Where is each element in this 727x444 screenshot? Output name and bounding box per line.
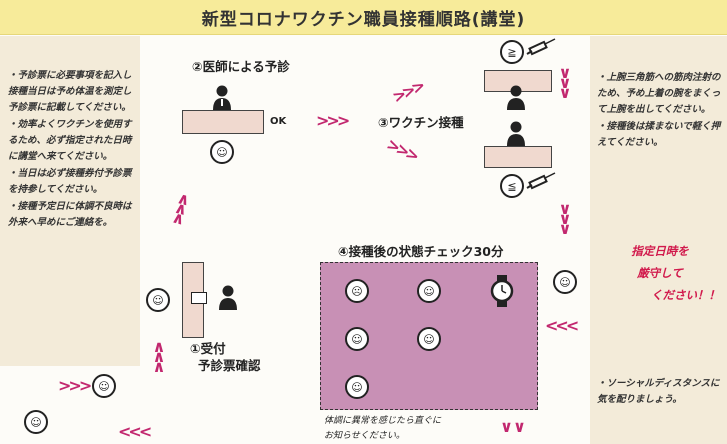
- arrow-up-icon: ∧∧∧: [169, 187, 193, 230]
- note-item: ・上腕三角筋への筋肉注射のため、予め上着の腕をまくって上腕を出してください。: [597, 72, 721, 115]
- smiley-face-icon: ☺: [146, 288, 170, 312]
- note-item: ・当日は必ず接種券付予診票を持参してください。: [8, 168, 132, 195]
- right-notes: ・上腕三角筋への筋肉注射のため、予め上着の腕をまくって上腕を出してください。 ・…: [597, 70, 722, 152]
- right-notes-panel: [590, 36, 727, 444]
- vaccination-step-label: ③ワクチン接種: [378, 115, 464, 130]
- smiley-face-icon: ☺: [553, 270, 577, 294]
- receptionist-icon: [219, 285, 237, 310]
- arrow-right-icon: >>>: [389, 76, 426, 107]
- title-bar: 新型コロナワクチン職員接種順路(講堂): [0, 0, 727, 35]
- deadline-line: 指定日時を: [631, 244, 689, 258]
- arrow-down-icon: ∨∨∨: [558, 63, 572, 102]
- form-icon: [191, 292, 207, 304]
- arrow-left-icon: <<<: [545, 316, 579, 335]
- check-note-line: お知らせください。: [324, 431, 405, 441]
- note-item: ・効率よくワクチンを使用するため、必ず指定された日時に講堂へ来てください。: [8, 119, 132, 162]
- smiley-face-icon: ☺: [417, 327, 441, 351]
- arrow-right-icon: >>>: [383, 134, 420, 165]
- reception-step-label: ①受付: [190, 341, 226, 356]
- smiley-face-icon: ☺: [210, 140, 234, 164]
- left-notes-panel: [0, 36, 140, 366]
- arrow-up-icon: ∧∧∧: [152, 337, 166, 376]
- page-title: 新型コロナワクチン職員接種順路(講堂): [201, 9, 526, 30]
- note-item: ・接種予定日に体調不良時は外来へ早めにご連絡を。: [8, 201, 132, 228]
- doctor-desk: [182, 110, 264, 134]
- left-notes: ・予診票に必要事項を記入し接種当日は予め体温を測定し予診票に記載してください。 …: [8, 68, 133, 232]
- arrow-right-icon: >>>: [58, 376, 92, 395]
- smiley-face-icon: ☺: [24, 410, 48, 434]
- arrow-left-icon: <<<: [118, 422, 152, 441]
- check-note-line: 体調に異常を感じたら直ぐに: [324, 416, 442, 426]
- note-item: ・予診票に必要事項を記入し接種当日は予め体温を測定し予診票に記載してください。: [8, 70, 132, 113]
- nurse-icon: [507, 85, 525, 110]
- check-step-label: ④接種後の状態チェック30分: [338, 244, 504, 259]
- recipient-face-icon: ≦: [500, 174, 524, 198]
- syringe-icon: [526, 172, 556, 190]
- nurse-icon: [507, 121, 525, 146]
- social-distance-note: ・ソーシャルディスタンスに気を配りましょう。: [597, 378, 720, 405]
- smiley-face-icon: ☺: [92, 374, 116, 398]
- deadline-line: 厳守して: [637, 266, 683, 280]
- deadline-note: 指定日時を 厳守して ください！！: [600, 240, 720, 306]
- recipient-face-icon: ≧: [500, 40, 524, 64]
- arrow-right-icon: >>>: [316, 111, 350, 130]
- arrow-down-icon: ∨∨∨: [558, 199, 572, 238]
- doctor-step-label: ②医師による予診: [192, 59, 290, 74]
- watch-icon: [490, 275, 514, 307]
- note-item: ・接種後は揉まないで軽く押えてください。: [597, 121, 721, 148]
- observation-area: ☹ ☺ ☺ ☺ ☺: [320, 262, 538, 410]
- smiley-face-icon: ☺: [417, 279, 441, 303]
- doctor-icon: [213, 85, 231, 110]
- smiley-face-icon: ☺: [345, 327, 369, 351]
- vaccination-desk-bottom: [484, 146, 552, 168]
- smiley-face-icon: ☺: [345, 375, 369, 399]
- arrow-down-icon: ∨∨: [500, 417, 526, 436]
- unwell-face-icon: ☹: [345, 279, 369, 303]
- deadline-line: ください！！: [651, 288, 720, 302]
- ok-label: OK: [270, 116, 287, 127]
- check-note: 体調に異常を感じたら直ぐに お知らせください。: [324, 414, 441, 444]
- reception-sub-label: 予診票確認: [198, 358, 261, 373]
- syringe-icon: [526, 38, 556, 56]
